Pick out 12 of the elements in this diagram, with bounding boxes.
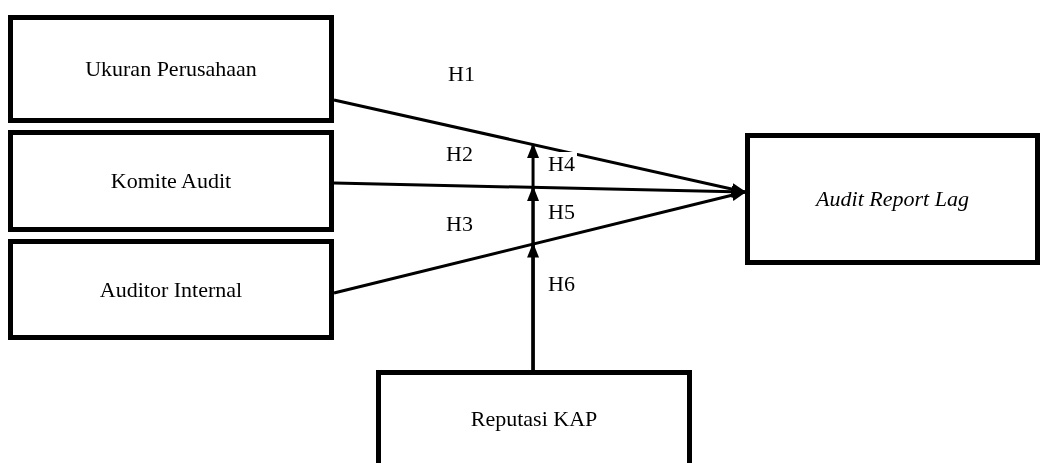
variable-box bbox=[8, 15, 334, 123]
variable-label: Reputasi KAP bbox=[470, 406, 598, 432]
variable-label: Auditor Internal bbox=[99, 276, 243, 303]
variable-label: Komite Audit bbox=[110, 168, 232, 194]
arrow bbox=[527, 242, 540, 370]
variable-box bbox=[8, 239, 334, 340]
variable-label: Audit Report Lag bbox=[816, 186, 969, 212]
arrow bbox=[333, 189, 747, 295]
variable-box bbox=[376, 370, 692, 463]
variable-label: Ukuran Perusahaan bbox=[85, 56, 257, 82]
variable-box bbox=[745, 133, 1040, 265]
variable-box bbox=[8, 130, 334, 232]
